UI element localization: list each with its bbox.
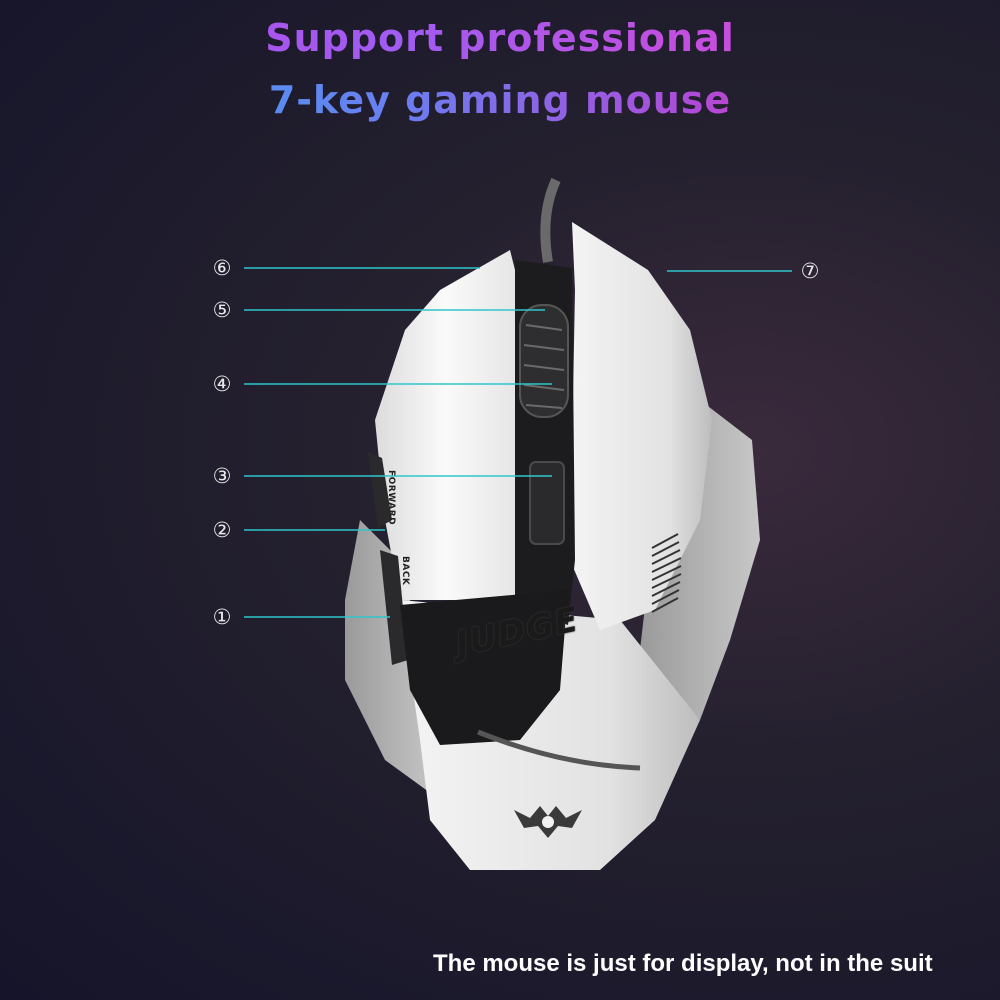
mouse-cable bbox=[540, 177, 561, 263]
right-click-button bbox=[570, 222, 712, 630]
callout-number-2: ② bbox=[212, 518, 232, 542]
left-click-button bbox=[375, 250, 515, 600]
forward-label: FORWARD bbox=[386, 470, 396, 526]
dpi-button bbox=[529, 461, 565, 545]
scroll-wheel bbox=[519, 304, 569, 418]
vent-grill bbox=[651, 533, 682, 613]
headline-line-1: Support professional bbox=[0, 16, 1000, 60]
callout-number-7: ⑦ bbox=[800, 259, 820, 283]
forward-side-button bbox=[368, 452, 392, 528]
callout-number-3: ③ bbox=[212, 464, 232, 488]
headline-line-2: 7-key gaming mouse bbox=[0, 78, 1000, 122]
brand-plate bbox=[400, 590, 568, 745]
spider-logo-icon bbox=[514, 806, 582, 838]
callout-number-6: ⑥ bbox=[212, 256, 232, 280]
back-label: BACK bbox=[400, 556, 410, 586]
back-side-button bbox=[380, 550, 408, 665]
callout-number-1: ① bbox=[212, 605, 232, 629]
accent-light-strip bbox=[477, 729, 641, 771]
callout-number-5: ⑤ bbox=[212, 298, 232, 322]
callout-number-4: ④ bbox=[212, 372, 232, 396]
footer-note: The mouse is just for display, not in th… bbox=[433, 950, 933, 977]
callout-lines bbox=[244, 267, 792, 618]
